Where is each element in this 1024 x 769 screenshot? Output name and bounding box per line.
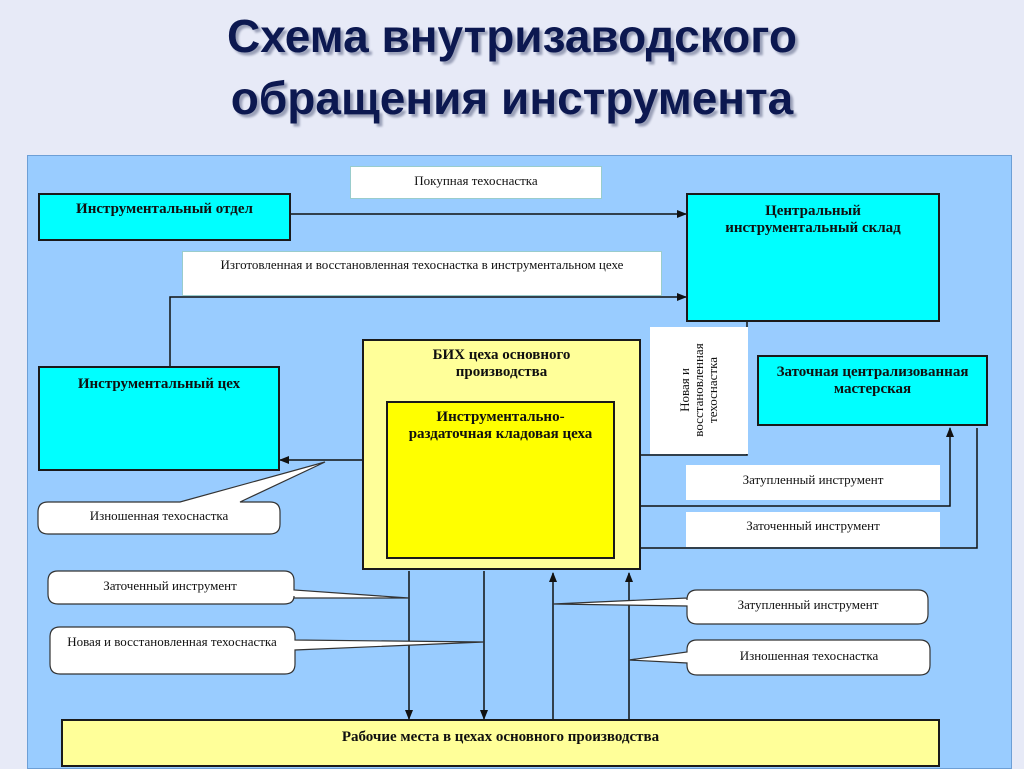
worn-left-callout: Изношенная техоснастка bbox=[40, 508, 278, 530]
callout-worn-bottom bbox=[628, 639, 931, 676]
new-restored-left-callout: Новая и восстановленная техоснастка bbox=[56, 634, 288, 670]
callout-dull-bottom bbox=[552, 589, 929, 625]
tool-shop-box: Инструментальный цех bbox=[38, 366, 280, 471]
worn-bottom-callout: Изношенная техоснастка bbox=[690, 648, 928, 670]
callout-worn-left bbox=[37, 461, 326, 535]
tool-shop-label: Инструментальный цех bbox=[77, 376, 241, 392]
worn-bottom-text: Изношенная техоснастка bbox=[739, 648, 879, 663]
callout-sharpened-left bbox=[47, 570, 410, 605]
dull-right-label: Затупленный инструмент bbox=[686, 465, 940, 500]
tool-department-label: Инструментальный отдел bbox=[76, 201, 253, 217]
purchased-label: Покупная техоснастка bbox=[350, 166, 602, 199]
dull-bottom-text: Затупленный инструмент bbox=[737, 597, 879, 612]
central-warehouse-box: Центральный инструментальный склад bbox=[686, 193, 940, 322]
purchased-text: Покупная техоснастка bbox=[414, 173, 538, 188]
dull-right-text: Затупленный инструмент bbox=[742, 472, 884, 487]
manufactured-label: Изготовленная и восстановленная техоснас… bbox=[182, 251, 662, 296]
dull-bottom-callout: Затупленный инструмент bbox=[690, 597, 926, 619]
sharpened-right-text: Заточенный инструмент bbox=[746, 518, 880, 533]
manufactured-text: Изготовленная и восстановленная техоснас… bbox=[220, 257, 624, 272]
new-restored-vertical-text: Новая и восстановленная техоснастка bbox=[677, 343, 720, 437]
issuing-storeroom-label: Инструментально-раздаточная кладовая цех… bbox=[408, 409, 593, 442]
callout-new-left bbox=[49, 626, 485, 675]
sharpened-left-text: Заточенный инструмент bbox=[103, 578, 237, 593]
sharpened-right-label: Заточенный инструмент bbox=[686, 512, 940, 547]
title-line-2: обращения инструмента bbox=[230, 72, 794, 124]
bih-label: БИХ цеха основного производства bbox=[432, 347, 571, 380]
new-restored-left-text: Новая и восстановленная техоснастка bbox=[67, 634, 277, 649]
issuing-storeroom-box: Инструментально-раздаточная кладовая цех… bbox=[386, 401, 615, 559]
sharpening-workshop-box: Заточная централизованная мастерская bbox=[757, 355, 988, 426]
sharpening-workshop-label: Заточная централизованная мастерская bbox=[776, 364, 969, 397]
tool-department-box: Инструментальный отдел bbox=[38, 193, 291, 241]
new-restored-vertical-label: Новая и восстановленная техоснастка bbox=[650, 327, 748, 454]
central-warehouse-label: Центральный инструментальный склад bbox=[725, 203, 901, 236]
worn-left-text: Изношенная техоснастка bbox=[89, 508, 229, 523]
sharpened-left-callout: Заточенный инструмент bbox=[50, 578, 290, 600]
workplaces-label: Рабочие места в цехах основного производ… bbox=[341, 729, 660, 745]
workplaces-box: Рабочие места в цехах основного производ… bbox=[61, 719, 940, 767]
title-line-1: Схема внутризаводского bbox=[227, 10, 797, 62]
